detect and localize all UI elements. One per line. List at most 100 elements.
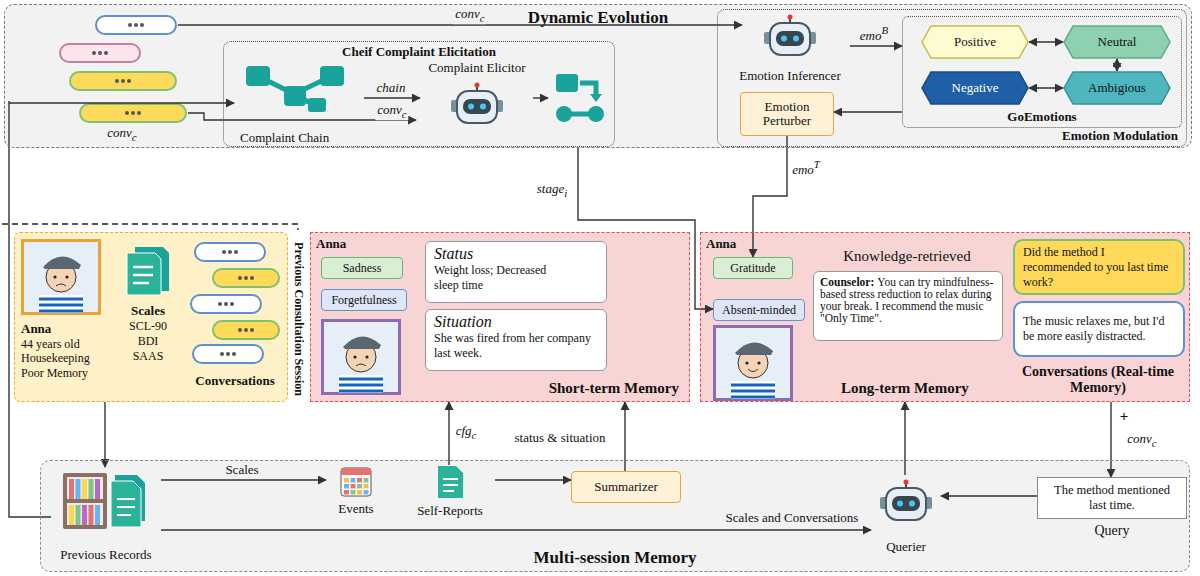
node-title: Conversations (195, 373, 274, 389)
node-title: Dynamic Evolution (528, 8, 668, 28)
node-title: Anna (21, 321, 51, 337)
node-title: Complaint Chain (240, 130, 329, 146)
session-bracket (2, 224, 298, 230)
chat-icon (187, 241, 283, 365)
node-title: Counselor: (820, 276, 874, 288)
robot-icon (760, 14, 820, 60)
node-body: Query (1095, 523, 1130, 539)
records-icon (61, 469, 151, 533)
section-label: Knowledge-retrieved (843, 248, 970, 265)
conversation-card: Conversations (183, 239, 287, 399)
agent-node: Emotion Inferencer (730, 14, 850, 84)
stage-arrow (533, 97, 548, 98)
persona-name: Anna (316, 236, 346, 252)
emotion-hexagon: Negative (921, 71, 1029, 105)
agent-node: Complaint Elicitor (420, 60, 534, 142)
script-letter: c (480, 12, 485, 24)
module-box: Cheif Complaint ElicitationComplaint Cha… (223, 41, 615, 147)
connector (161, 479, 326, 480)
icon-node: Events (326, 465, 386, 517)
connector (161, 529, 871, 530)
document-icon (125, 245, 171, 297)
section-label: Conversations (Real-time Memory) (1013, 364, 1183, 396)
chain-icon (244, 64, 354, 114)
node-body: 44 years old Housekeeping Poor Memory (21, 337, 101, 380)
portrait (321, 319, 401, 395)
node-title: Multi-session Memory (534, 548, 697, 568)
node-title: The method mentioned last time. (1037, 477, 1187, 519)
script-letter: i (564, 187, 567, 199)
document-icon (436, 465, 464, 499)
node-title: Forgetfulness (331, 293, 396, 308)
connector (364, 97, 420, 98)
script-letter: T (814, 158, 820, 170)
calendar-icon (340, 465, 372, 497)
robot-icon (447, 82, 507, 128)
panel-ground (14, 232, 288, 402)
speech-bubble: Did the method I recommended to you last… (1013, 239, 1185, 295)
process-box: Emotion Perturber (740, 92, 834, 136)
memory-panel: Short-term Memory SadnessForgetfulness Sta… (310, 232, 690, 402)
node-title: Events (338, 501, 373, 517)
node-title: Emotion Inferencer (739, 68, 840, 84)
stage-icon (556, 74, 604, 122)
script-letter: c (1152, 437, 1157, 449)
connector (1116, 59, 1117, 71)
info-box: StatusWeight loss; Decreased sleep time (425, 241, 607, 303)
panel-ground (310, 232, 690, 402)
script-letter: c (472, 429, 477, 441)
connector (753, 136, 787, 257)
node-title: Did the method I recommended to you last… (1023, 245, 1175, 290)
module-box: GoEmotionsPositiveNeutralNegativeAmbigio… (902, 16, 1182, 128)
node-body: SCL-90 BDI SAAS (126, 319, 170, 364)
edge-label: cfgc (454, 423, 479, 441)
node-title: Gratitude (730, 261, 775, 276)
emotion-tag: Sadness (321, 257, 403, 279)
flow-label: convc (105, 125, 138, 143)
info-box: SituationShe was fired from her company … (425, 309, 607, 371)
icon-node: Self-Reports (405, 465, 495, 519)
trait-tag: Forgetfulness (321, 289, 407, 311)
node-title: Short-term Memory (549, 380, 679, 397)
robot-icon (760, 14, 820, 60)
node-title: Positive (954, 34, 996, 50)
edge-label: status & situation (513, 430, 608, 446)
node-title: Negative (952, 80, 999, 96)
node-title: Complaint Elicitor (428, 60, 525, 76)
panel-ground (4, 4, 1192, 148)
node-title: Emotion Modulation (1062, 128, 1178, 144)
node-title: Sadness (343, 261, 382, 276)
edge-label: emoT (790, 158, 822, 177)
node-title: Scales (131, 303, 165, 319)
knowledge-box: Counselor:You can try mindfulness-based … (813, 271, 1003, 341)
icon-node: Complaint Chain (234, 60, 364, 146)
agent-node: Querier (871, 475, 941, 555)
connector (850, 45, 902, 46)
node-title: Neutral (1098, 34, 1137, 50)
robot-icon (876, 479, 936, 525)
document-icon (436, 465, 464, 499)
connector (941, 495, 1037, 496)
flow-label: convc (375, 102, 408, 120)
connector (448, 402, 449, 465)
node-title: Previous Consultation Session (291, 233, 306, 405)
icon-node: Previous Records (51, 467, 161, 567)
node-title: Situation (434, 313, 598, 331)
trait-tag: Absent-minded (713, 299, 805, 321)
portrait (21, 239, 101, 315)
chain-icon (244, 64, 354, 114)
node-title: Self-Reports (417, 503, 483, 519)
emotion-hexagon: Positive (921, 25, 1029, 59)
node-title: Previous Records (60, 547, 151, 563)
connector (104, 402, 105, 467)
portrait (713, 325, 793, 401)
node-title: Status (434, 245, 598, 263)
process-box: Summarizer (571, 471, 681, 503)
edge-label: chain (375, 80, 408, 96)
node-title: Summarizer (594, 479, 658, 495)
node-title: GoEmotions (1007, 109, 1076, 125)
panel: Dynamic EvolutionCheif Complaint Elicita… (4, 4, 1192, 148)
edge-label: Scales and Conversations (724, 510, 861, 526)
emotion-hexagon: Neutral (1063, 25, 1171, 59)
